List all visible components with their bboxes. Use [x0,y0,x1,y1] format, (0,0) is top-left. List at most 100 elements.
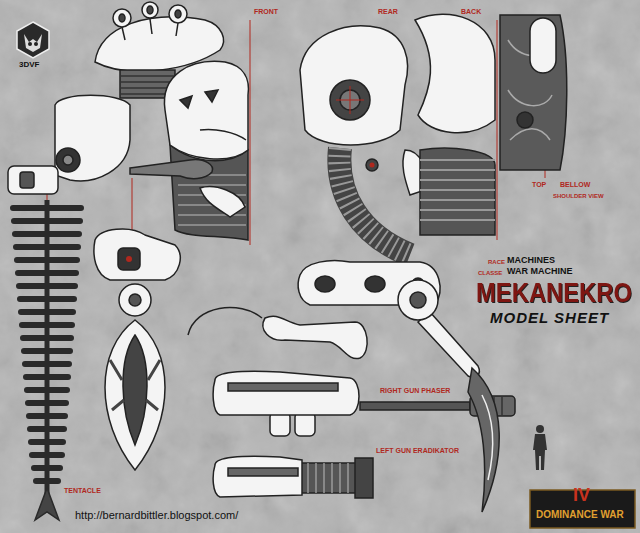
front-view [118,248,140,270]
gun-eradikator [308,463,348,493]
shoulder-part [8,166,58,194]
claw-arm [468,368,499,512]
rear-view [339,148,410,255]
field-value: WAR MACHINE [507,267,573,276]
logo-icon [17,22,49,58]
shoulder-part [119,14,125,22]
front-view [180,96,192,108]
human-silhouette [536,425,544,433]
field-value: MACHINES [507,256,555,265]
claw-arm [410,292,426,308]
shoulder-part [113,9,131,27]
shoulder-part [122,27,125,40]
rear-view [365,276,385,292]
claw-arm [418,312,479,377]
shoulder-view [415,14,567,235]
rear-view [366,159,378,171]
shoulder-part [175,10,181,18]
shoulder-part [8,2,224,194]
front-view [94,61,248,280]
rear-view [336,86,364,114]
logo-icon [24,34,42,52]
tentacle-head [129,294,141,306]
claw-arm [398,280,499,512]
view-label: FRONT [254,8,278,15]
shoulder-part [20,172,34,188]
leader-line [545,170,546,178]
shoulder-part [176,23,178,36]
front-view [178,175,246,225]
shoulder-view [530,18,556,73]
gun-eradikator [300,463,358,493]
view-label: BACK [461,8,481,15]
logo-numeral: IV [573,486,590,504]
front-view [164,61,248,159]
shoulder-part [142,2,158,18]
part-label: LEFT GUN ERADIKATOR [376,447,459,454]
shoulder-part [55,95,130,181]
tentacle-head [105,320,165,470]
shoulder-part [56,148,80,172]
front-view [130,160,213,179]
rear-view [300,26,408,145]
tentacle-part [35,488,59,520]
view-label: BELLOW [560,181,590,188]
rear-view [298,26,440,305]
view-label: TOP [532,181,546,188]
leader-line [497,20,498,240]
rear-view [315,276,335,292]
arm-part [188,308,262,335]
gun-phaser [228,383,338,391]
part-label: TENTACLE [64,487,101,494]
front-view [94,229,180,280]
claw-arm [482,395,493,480]
shoulder-view [420,160,495,220]
gun-eradikator [213,456,373,498]
gun-eradikator [355,458,373,498]
field-name: RACE [488,259,505,265]
shoulder-part [169,5,187,23]
tentacle-head [123,335,147,445]
front-view [205,90,218,102]
arm-part [188,308,367,359]
rear-view [370,163,375,168]
front-view [126,256,132,262]
logo-icon [17,22,49,58]
leader-line [250,20,251,245]
logo-icon [28,42,32,46]
shoulder-view [500,15,567,170]
logo-label: 3DVF [19,61,39,69]
human-silhouette [533,434,547,470]
gun-phaser [360,402,470,410]
tentacle-part [13,208,81,481]
shoulder-view [415,14,495,132]
gun-eradikator [213,456,302,497]
view-label: REAR [378,8,398,15]
sheet-title: MEKANEKRO [476,280,632,307]
web-address: http://bernardbittler.blogspot.com/ [75,510,238,521]
tentacle-part [13,200,81,520]
part-label: RIGHT GUN PHASER [380,387,450,394]
logo-icon [34,42,38,46]
shoulder-view [517,112,533,128]
tentacle-head [105,284,165,470]
shoulder-part [150,19,152,34]
shoulder-part [63,155,73,165]
rear-view [330,80,370,120]
tentacle-head [119,284,151,316]
tentacle-head [110,360,160,410]
arm-part [263,316,367,358]
sheet-subtitle: MODEL SHEET [490,310,609,325]
gun-phaser [213,371,359,415]
claw-arm [398,280,438,320]
front-view [200,129,246,140]
human-silhouette [533,425,547,470]
view-label: SHOULDER VIEW [553,193,604,199]
rear-view [339,148,410,255]
gun-eradikator [228,468,298,476]
field-name: CLASSE [478,270,502,276]
logo-text: DOMINANCE WAR [536,510,624,520]
